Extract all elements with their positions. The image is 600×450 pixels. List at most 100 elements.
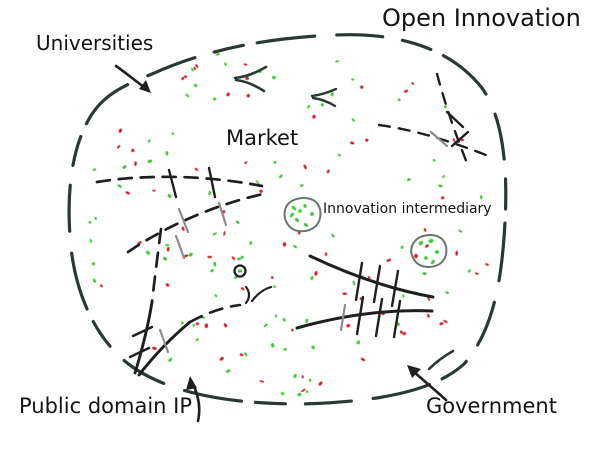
idea-dot (92, 278, 97, 284)
idea-dot (180, 320, 185, 325)
barrier-line (126, 191, 270, 254)
idea-dot (240, 286, 245, 291)
idea-dot (225, 92, 231, 97)
arrow-head-icon (186, 376, 197, 390)
flow-mark-icon (233, 65, 268, 80)
idea-dot (164, 243, 170, 247)
government-arrow (407, 365, 448, 402)
firm-boundary (67, 33, 508, 406)
idea-dot (151, 189, 156, 193)
idea-dot (299, 183, 304, 188)
idea-dot (167, 193, 172, 199)
idea-dot (443, 104, 448, 109)
idea-dot (167, 357, 173, 363)
idea-dot (188, 252, 194, 258)
idea-dot (423, 255, 429, 261)
idea-dot (231, 255, 236, 261)
barrier-tick (131, 325, 154, 338)
idea-dot (225, 368, 231, 374)
idea-dot (300, 388, 306, 393)
idea-dot (351, 118, 356, 123)
idea-dot (282, 241, 287, 248)
public-domain-ip-arrow (186, 376, 201, 423)
idea-dot (474, 271, 480, 276)
idea-dot (403, 89, 409, 94)
idea-dot (165, 282, 170, 288)
idea-dot (183, 74, 188, 79)
idea-dot (235, 220, 240, 225)
idea-dot (166, 246, 171, 253)
idea-dot (345, 323, 351, 328)
idea-dot (330, 233, 336, 238)
boundary-path (67, 33, 508, 406)
idea-dot (263, 323, 269, 328)
idea-dot (181, 226, 185, 232)
idea-dot (184, 93, 190, 98)
barrier-line (137, 320, 192, 377)
idea-dot (236, 257, 242, 261)
idea-dot (311, 114, 317, 120)
idea-dot (303, 222, 309, 228)
idea-dot (87, 220, 92, 225)
barrier-top-right (377, 72, 488, 170)
stray-arc (244, 285, 251, 305)
idea-dot (193, 83, 198, 88)
arrow-head-icon (407, 365, 421, 378)
idea-dot (457, 229, 463, 233)
idea-dot (270, 275, 275, 280)
idea-dot (410, 81, 415, 86)
idea-dot (246, 93, 251, 98)
idea-dot (294, 217, 300, 223)
label-market: Market (226, 126, 299, 150)
pool-dots (289, 203, 315, 228)
idea-dot (212, 261, 217, 267)
idea-dot (282, 347, 288, 352)
idea-dot (437, 183, 444, 188)
idea-dot (145, 250, 151, 256)
idea-dot (222, 230, 226, 237)
idea-dot (484, 262, 490, 267)
innovation-pool-b (410, 234, 448, 268)
idea-dot (399, 330, 404, 335)
idea-dot (400, 245, 404, 250)
label-universities: Universities (36, 31, 154, 55)
barrier-line (295, 309, 434, 330)
idea-dot (305, 389, 309, 394)
boundary-stroke-near-government (427, 349, 455, 371)
idea-dot (122, 164, 127, 170)
idea-dot (337, 153, 342, 157)
idea-dot (92, 167, 97, 172)
idea-dot (440, 195, 445, 200)
barrier-tick (390, 269, 400, 308)
barrier-tick-gray (429, 130, 449, 148)
arrow-head-icon (139, 80, 151, 93)
barrier-tick (354, 261, 364, 302)
idea-dot (212, 97, 217, 101)
idea-dot (280, 391, 286, 396)
idea-dot (215, 52, 221, 57)
idea-dot (302, 164, 308, 170)
idea-dot (418, 240, 424, 246)
idea-dot (206, 255, 213, 259)
small-circle-mark (233, 264, 273, 305)
idea-dot (467, 268, 472, 274)
flow-mark-icon (234, 78, 266, 93)
idea-dot (130, 148, 135, 153)
barrier-line (95, 175, 264, 188)
idea-dot (272, 284, 277, 289)
idea-dot (274, 313, 278, 319)
idea-dots-layer (87, 52, 490, 397)
idea-dot (334, 59, 340, 63)
idea-dot (118, 128, 123, 134)
idea-dot (195, 337, 200, 342)
idea-dot (93, 216, 98, 221)
barrier-tick (128, 346, 151, 359)
idea-dot (272, 160, 278, 165)
idea-dot (223, 322, 228, 329)
idea-dot (212, 232, 218, 236)
idea-dot (297, 208, 303, 214)
idea-dot (124, 190, 131, 195)
idea-dot (214, 293, 218, 298)
idea-dot (360, 357, 366, 362)
